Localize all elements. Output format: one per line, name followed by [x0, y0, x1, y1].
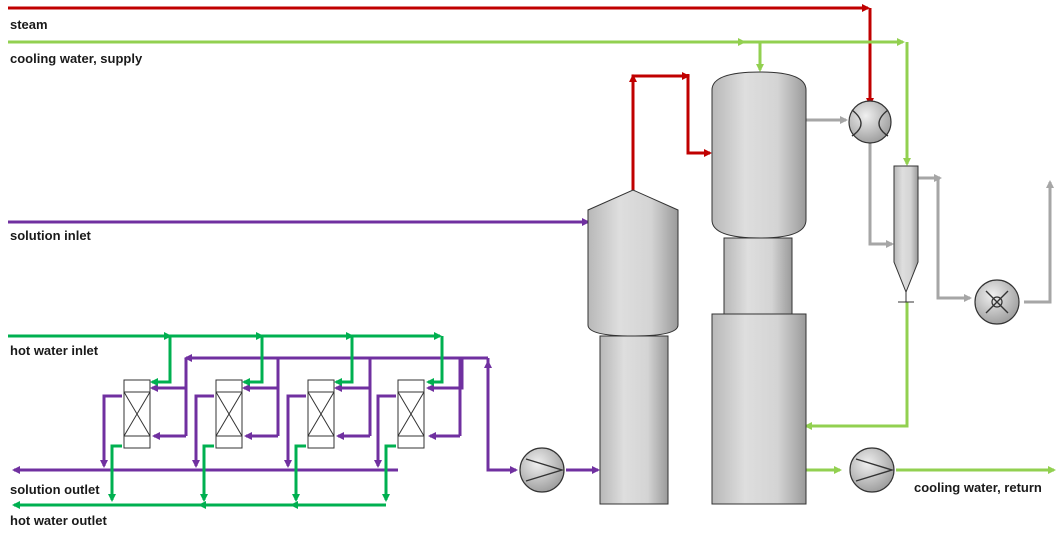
vacuum-pump: [974, 279, 1020, 325]
label-hot-water-inlet: hot water inlet: [10, 343, 99, 358]
cyclone-separator: [893, 165, 919, 303]
solution-lines: [8, 218, 600, 474]
plate-heat-exchanger-1: [123, 379, 151, 449]
condenser-column-top: [711, 71, 807, 239]
vapor-pump-out-line: [1024, 180, 1054, 304]
generator-column-top: [587, 189, 679, 337]
steam-generator-vapor-drop-line: [686, 74, 712, 157]
cooling-water-pump: [849, 447, 895, 493]
solution-pump: [519, 447, 565, 493]
label-steam: steam: [10, 17, 48, 32]
generator-column-bottom: [599, 335, 669, 505]
plate-heat-exchanger-2: [215, 379, 243, 449]
cooling-separator-out-line: [804, 302, 909, 430]
condenser-column: [711, 71, 807, 505]
label-cooling-water-supply: cooling water, supply: [10, 51, 143, 66]
steam-lines: [8, 4, 874, 190]
condenser-column-bottom: [711, 313, 807, 505]
vapor-lines: [806, 116, 1054, 304]
cooling-water-lines: [8, 38, 1056, 474]
plate-heat-exchanger-4: [397, 379, 425, 449]
vapor-exchanger-to-separator-line: [868, 142, 894, 248]
solution-return-line: [486, 362, 518, 474]
steam-generator-vapor-line: [631, 72, 690, 190]
hot-water-lines: [8, 332, 444, 509]
condenser-column-neck: [723, 237, 793, 315]
label-cooling-water-return: cooling water, return: [914, 480, 1042, 495]
generator-column: [587, 189, 679, 505]
steam-heat-exchanger: [848, 100, 892, 144]
plate-heat-exchangers: [123, 379, 425, 449]
label-solution-outlet: solution outlet: [10, 482, 100, 497]
label-hot-water-outlet: hot water outlet: [10, 513, 107, 528]
plate-heat-exchanger-3: [307, 379, 335, 449]
vapor-to-pump-line: [936, 178, 972, 302]
label-solution-inlet: solution inlet: [10, 228, 91, 243]
